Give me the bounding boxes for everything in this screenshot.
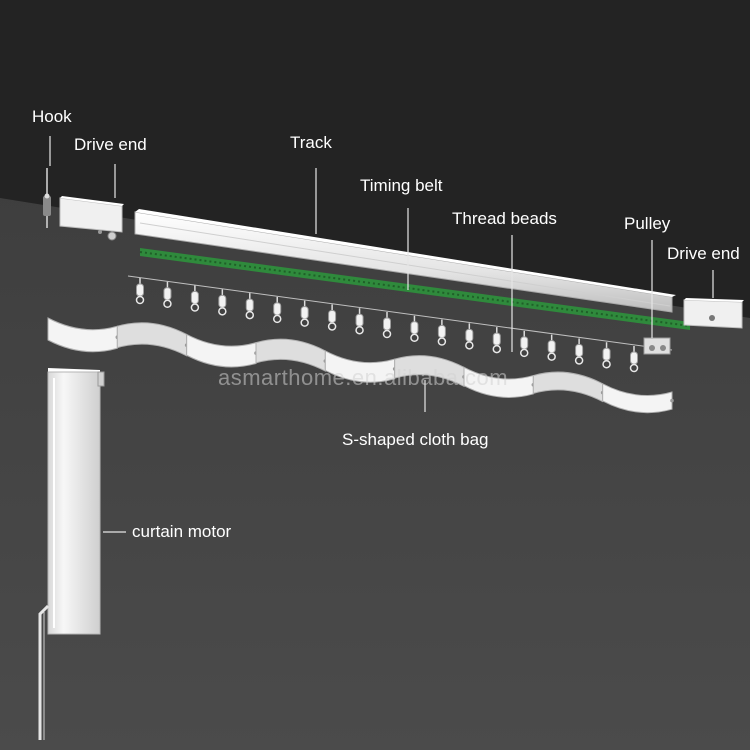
timing-belt-part (139, 248, 691, 330)
hook-part (43, 168, 51, 228)
curtain-motor-part (38, 368, 105, 740)
label-track: Track (290, 133, 332, 152)
runner-bead (163, 281, 172, 309)
runner-bead (355, 308, 364, 335)
cloth-wave (463, 366, 534, 398)
label-drive-end-left: Drive end (74, 135, 147, 154)
cloth-rivet (670, 398, 674, 403)
thread-beads-wire (127, 275, 673, 351)
label-timing-belt: Timing belt (360, 176, 443, 195)
runners-group (135, 278, 639, 373)
runner-bead (135, 278, 145, 305)
leader-lines (49, 136, 714, 533)
runner-bead (245, 293, 255, 320)
wall-ceiling (0, 0, 750, 318)
runner-bead (327, 304, 337, 331)
cloth-wave (602, 382, 673, 414)
runner-bead (410, 315, 419, 343)
runner-bead (547, 334, 556, 361)
label-cloth-bag: S-shaped cloth bag (342, 430, 489, 449)
watermark-text: asmarthome.en.alibaba.com (218, 365, 509, 390)
runner-bead (437, 319, 447, 346)
label-pulley: Pulley (624, 214, 671, 233)
drive-end-right-part (683, 298, 744, 329)
label-thread-beads: Thread beads (452, 209, 557, 228)
cloth-wave (116, 322, 188, 357)
runner-bead (574, 338, 584, 365)
pulley-part (643, 337, 671, 355)
runner-bead (300, 300, 309, 327)
cloth-wave (255, 338, 326, 372)
cloth-wave (47, 317, 118, 353)
runner-bead (519, 330, 529, 358)
label-hook: Hook (32, 107, 72, 126)
cloth-bag-part (47, 317, 674, 414)
runner-bead (272, 296, 282, 324)
runner-bead (190, 285, 200, 312)
cloth-wave (532, 371, 604, 403)
runner-bead (465, 323, 474, 350)
cloth-wave (324, 350, 396, 383)
runner-bead (602, 342, 611, 369)
runner-bead (382, 312, 392, 339)
runner-bead (492, 327, 502, 354)
cloth-wave (186, 333, 257, 368)
label-curtain-motor: curtain motor (132, 522, 232, 541)
runner-bead (629, 346, 639, 373)
drive-end-left-part (59, 196, 124, 241)
label-drive-end-right: Drive end (667, 244, 740, 263)
cloth-wave (394, 355, 465, 388)
runner-bead (218, 289, 227, 316)
track-part (134, 209, 676, 313)
